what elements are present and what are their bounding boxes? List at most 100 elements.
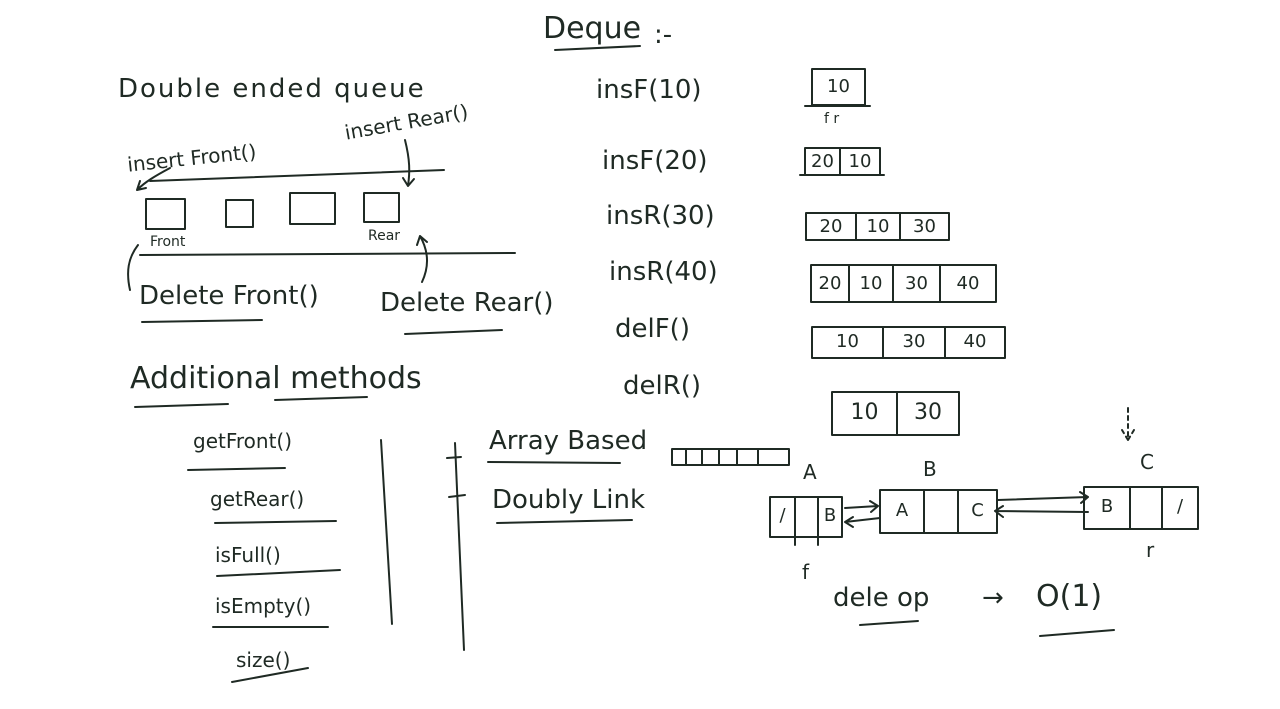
method-is-empty: isEmpty() xyxy=(215,594,312,618)
box4-cell: 10 xyxy=(859,273,883,294)
op-delr: delR() xyxy=(623,371,702,401)
bullet-tick xyxy=(446,456,462,459)
front-label: Front xyxy=(150,234,186,250)
dll-node-a-name: A xyxy=(803,460,817,484)
delete-rear-arrow xyxy=(416,235,428,283)
deque-box-3-div xyxy=(855,212,901,241)
queue-slot xyxy=(363,192,400,223)
queue-slot xyxy=(225,199,254,228)
dll-a-next: B xyxy=(823,505,837,526)
dll-c-next: / xyxy=(1176,496,1184,517)
dll-node-c xyxy=(1083,486,1199,530)
dll-link-b-c xyxy=(997,491,1089,504)
dll-rear-pointer xyxy=(1121,407,1135,441)
dll-node-b-div xyxy=(923,489,959,534)
dll-b-prev: A xyxy=(895,500,909,521)
box5-cell: 10 xyxy=(836,331,859,352)
complexity-underline xyxy=(859,620,919,626)
deque-box-2-div xyxy=(799,147,885,176)
method-underline xyxy=(231,667,309,683)
queue-bottom-line xyxy=(139,252,516,256)
box4-cell: 20 xyxy=(818,273,842,294)
page-title: Deque xyxy=(543,11,642,46)
dll-node-c-div xyxy=(1129,486,1163,530)
box2-cell: 10 xyxy=(848,151,872,172)
separator-line xyxy=(454,442,465,651)
front-rear-marker: f r xyxy=(824,111,840,127)
method-get-front: getFront() xyxy=(193,429,293,453)
box4-cell: 30 xyxy=(905,273,928,294)
delete-front-underline xyxy=(141,319,263,323)
dll-link-a-b xyxy=(844,500,879,513)
deque-subtitle: Double ended queue xyxy=(118,74,426,104)
method-underline xyxy=(187,467,286,471)
dll-a-prev: / xyxy=(779,505,786,526)
bullet-tick xyxy=(448,494,466,498)
box1-cell: 10 xyxy=(827,76,850,97)
box3-cell: 20 xyxy=(819,216,843,237)
dll-rear-marker: r xyxy=(1146,538,1155,562)
dll-node-a xyxy=(769,496,843,538)
queue-slot xyxy=(289,192,336,225)
impl-doubly-link: Doubly Link xyxy=(492,485,646,515)
title-underline xyxy=(554,45,641,51)
box3-cell: 30 xyxy=(913,216,936,237)
delete-rear-label: Delete Rear() xyxy=(380,288,554,318)
dll-link-c-b xyxy=(994,505,1089,518)
separator-line xyxy=(380,439,393,625)
complexity-arrow: → xyxy=(982,583,1004,613)
dll-node-a-div xyxy=(794,496,819,546)
queue-slot xyxy=(145,198,186,230)
impl-array-based: Array Based xyxy=(489,426,648,456)
method-underline xyxy=(216,569,341,577)
array-sketch-dividers xyxy=(685,448,759,466)
title-suffix: :- xyxy=(654,20,673,50)
box3-cell: 10 xyxy=(866,216,890,237)
deque-box-5-div xyxy=(882,326,946,359)
method-get-rear: getRear() xyxy=(210,487,305,511)
complexity-value: O(1) xyxy=(1036,579,1103,614)
additional-underline-1 xyxy=(134,403,229,408)
impl-underline xyxy=(487,461,621,464)
method-is-full: isFull() xyxy=(215,543,281,567)
insert-rear-arrow xyxy=(402,139,415,187)
dll-node-b-name: B xyxy=(923,457,937,481)
op-insf-20: insF(20) xyxy=(602,146,708,176)
delete-front-bracket xyxy=(127,244,139,291)
deque-box-3 xyxy=(805,212,950,241)
impl-underline xyxy=(496,519,633,524)
delete-rear-underline xyxy=(404,329,503,335)
method-size: size() xyxy=(236,648,291,672)
additional-methods-heading: Additional methods xyxy=(130,361,422,396)
deque-box-4 xyxy=(810,264,997,303)
deque-box-5 xyxy=(811,326,1006,359)
delete-front-label: Delete Front() xyxy=(139,281,319,311)
insert-front-arrow xyxy=(136,167,171,191)
box6-cell: 10 xyxy=(850,400,879,425)
dll-b-next: C xyxy=(971,500,984,521)
op-insf-10: insF(10) xyxy=(596,75,702,105)
deque-box-6 xyxy=(831,391,960,436)
array-sketch xyxy=(671,448,790,466)
dll-node-c-name: C xyxy=(1140,450,1154,474)
dll-front-marker: f xyxy=(802,560,810,584)
method-underline xyxy=(214,520,337,524)
queue-top-line xyxy=(149,169,445,182)
dll-c-prev: B xyxy=(1100,496,1114,517)
complexity-underline xyxy=(1039,629,1115,637)
additional-underline-2 xyxy=(274,396,368,401)
op-delf: delF() xyxy=(615,314,690,344)
box5-cell: 30 xyxy=(902,331,926,352)
box6-cell: 30 xyxy=(914,400,942,425)
dll-link-b-a xyxy=(844,516,881,528)
op-insr-40: insR(40) xyxy=(609,257,718,287)
box2-cell: 20 xyxy=(811,151,834,172)
complexity-label: dele op xyxy=(833,583,930,613)
rear-label: Rear xyxy=(368,228,401,244)
deque-box-4-div xyxy=(848,264,941,303)
op-insr-30: insR(30) xyxy=(606,201,715,231)
box5-cell: 40 xyxy=(963,331,987,352)
box4-cell: 40 xyxy=(956,273,980,294)
